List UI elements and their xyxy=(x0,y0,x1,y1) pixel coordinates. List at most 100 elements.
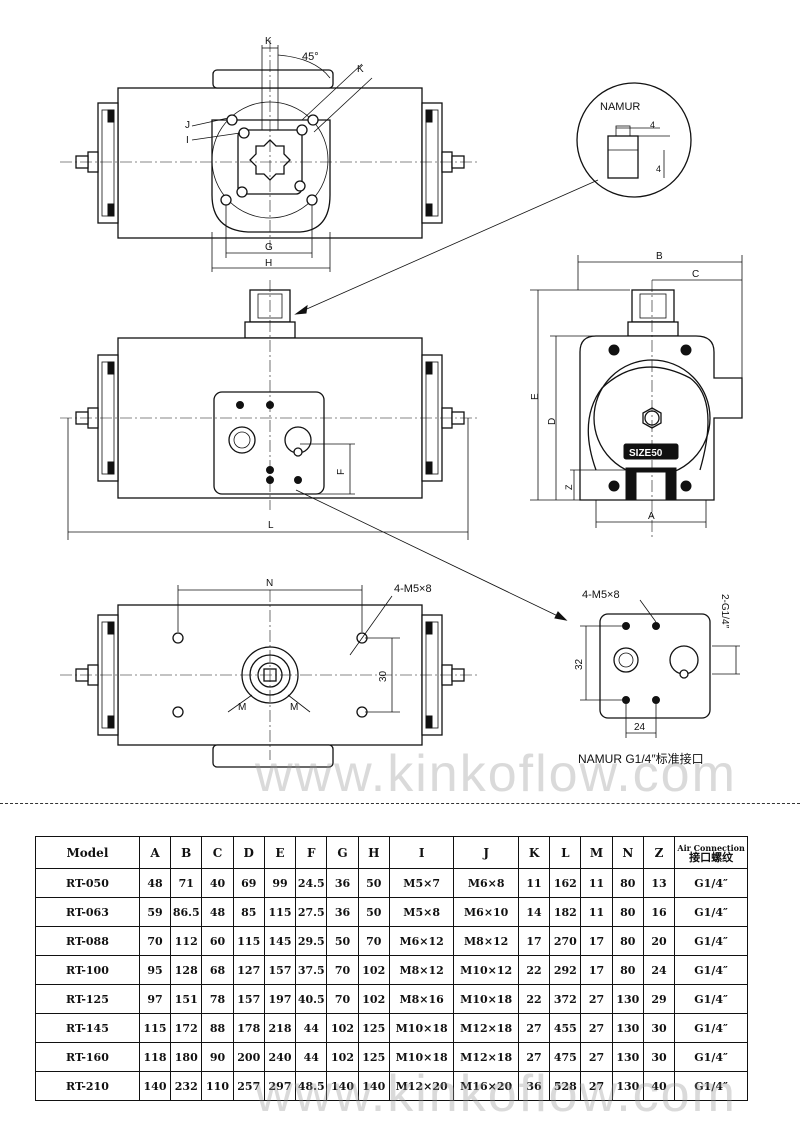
value-cell: 17 xyxy=(517,926,551,956)
value-cell: 115 xyxy=(263,897,297,927)
namur-dim-depth: 4 xyxy=(656,164,661,174)
value-cell: 17 xyxy=(580,926,613,956)
value-cell: G1/4″ xyxy=(674,897,748,927)
value-cell: 178 xyxy=(232,1013,265,1043)
value-cell: 130 xyxy=(611,1042,644,1072)
value-cell: 27 xyxy=(580,1042,613,1072)
value-cell: M10×18 xyxy=(388,1042,455,1072)
value-cell: M6×10 xyxy=(453,897,519,927)
value-cell: 257 xyxy=(232,1071,265,1101)
value-cell: 27 xyxy=(517,1042,551,1072)
value-cell: 27 xyxy=(517,1013,551,1043)
dim-a-label: A xyxy=(648,511,655,522)
value-cell: 130 xyxy=(611,984,644,1014)
value-cell: 140 xyxy=(138,1071,172,1101)
value-cell: 40.5 xyxy=(295,984,328,1014)
value-cell: 372 xyxy=(549,984,582,1014)
value-cell: 270 xyxy=(549,926,582,956)
port-caption: NAMUR G1/4″标准接口 xyxy=(578,751,704,766)
dim-l-label: L xyxy=(268,520,274,531)
value-cell: M8×16 xyxy=(388,984,455,1014)
bottom-view: N 4-M5×8 30 M M xyxy=(60,578,480,768)
top-view: K 45° K J I G H xyxy=(60,36,480,272)
value-cell: M12×18 xyxy=(453,1042,519,1072)
header-k: K xyxy=(517,836,551,869)
value-cell: 16 xyxy=(642,897,676,927)
value-cell: 127 xyxy=(232,955,265,985)
header-n: N xyxy=(611,836,644,869)
model-cell: RT-088 xyxy=(35,926,140,956)
value-cell: 88 xyxy=(201,1013,234,1043)
port-dim24-label: 24 xyxy=(634,722,646,733)
value-cell: 71 xyxy=(170,868,203,898)
table-header-row: Model A B C D E F G H I J K L M N Z Air … xyxy=(35,836,748,869)
value-cell: 455 xyxy=(549,1013,582,1043)
header-l: L xyxy=(549,836,582,869)
value-cell: 80 xyxy=(611,868,644,898)
dim-j-label: J xyxy=(185,120,190,131)
value-cell: 292 xyxy=(549,955,582,985)
value-cell: M8×12 xyxy=(388,955,455,985)
value-cell: M12×20 xyxy=(388,1071,455,1101)
dim-i-label: I xyxy=(186,135,189,146)
value-cell: 118 xyxy=(138,1042,172,1072)
value-cell: 97 xyxy=(138,984,172,1014)
value-cell: 27 xyxy=(580,1013,613,1043)
value-cell: 240 xyxy=(263,1042,297,1072)
value-cell: 50 xyxy=(357,897,390,927)
value-cell: 95 xyxy=(138,955,172,985)
value-cell: 115 xyxy=(138,1013,172,1043)
value-cell: 112 xyxy=(170,926,203,956)
air-header-en: Air Connection xyxy=(677,842,745,853)
value-cell: 70 xyxy=(326,955,359,985)
actuator-technical-drawing: K 45° K J I G H NAMUR 4 4 xyxy=(60,36,743,768)
header-j: J xyxy=(453,836,519,869)
dim-b-label: B xyxy=(656,251,663,262)
bottom-holes-label: 4-M5×8 xyxy=(394,583,432,595)
value-cell: 130 xyxy=(611,1013,644,1043)
value-cell: 20 xyxy=(642,926,676,956)
value-cell: 30 xyxy=(642,1042,676,1072)
dim-h-label: H xyxy=(265,258,272,269)
header-a: A xyxy=(138,836,172,869)
value-cell: 36 xyxy=(517,1071,551,1101)
value-cell: 80 xyxy=(611,897,644,927)
value-cell: 99 xyxy=(263,868,297,898)
value-cell: 27 xyxy=(580,1071,613,1101)
value-cell: 78 xyxy=(201,984,234,1014)
value-cell: 29.5 xyxy=(295,926,328,956)
value-cell: 80 xyxy=(611,926,644,956)
value-cell: 102 xyxy=(357,955,390,985)
section-separator xyxy=(0,803,800,804)
value-cell: G1/4″ xyxy=(674,984,748,1014)
namur-title: NAMUR xyxy=(600,101,640,113)
value-cell: 36 xyxy=(326,868,359,898)
value-cell: 80 xyxy=(611,955,644,985)
header-b: B xyxy=(170,836,203,869)
value-cell: 180 xyxy=(170,1042,203,1072)
model-cell: RT-063 xyxy=(35,897,140,927)
value-cell: M10×18 xyxy=(388,1013,455,1043)
port-thread-label: 2-G1/4″ xyxy=(719,594,730,629)
value-cell: M6×8 xyxy=(453,868,519,898)
namur-dim-slot: 4 xyxy=(650,120,655,130)
value-cell: 140 xyxy=(357,1071,390,1101)
value-cell: 130 xyxy=(611,1071,644,1101)
value-cell: 50 xyxy=(326,926,359,956)
value-cell: 125 xyxy=(357,1042,390,1072)
header-c: C xyxy=(201,836,234,869)
value-cell: 102 xyxy=(326,1042,359,1072)
value-cell: 36 xyxy=(326,897,359,927)
dim-z-label: Z xyxy=(564,484,574,490)
value-cell: G1/4″ xyxy=(674,1042,748,1072)
dim-k-label: K xyxy=(265,36,272,47)
value-cell: 50 xyxy=(357,868,390,898)
value-cell: 40 xyxy=(642,1071,676,1101)
namur-detail: NAMUR 4 4 xyxy=(294,82,692,315)
